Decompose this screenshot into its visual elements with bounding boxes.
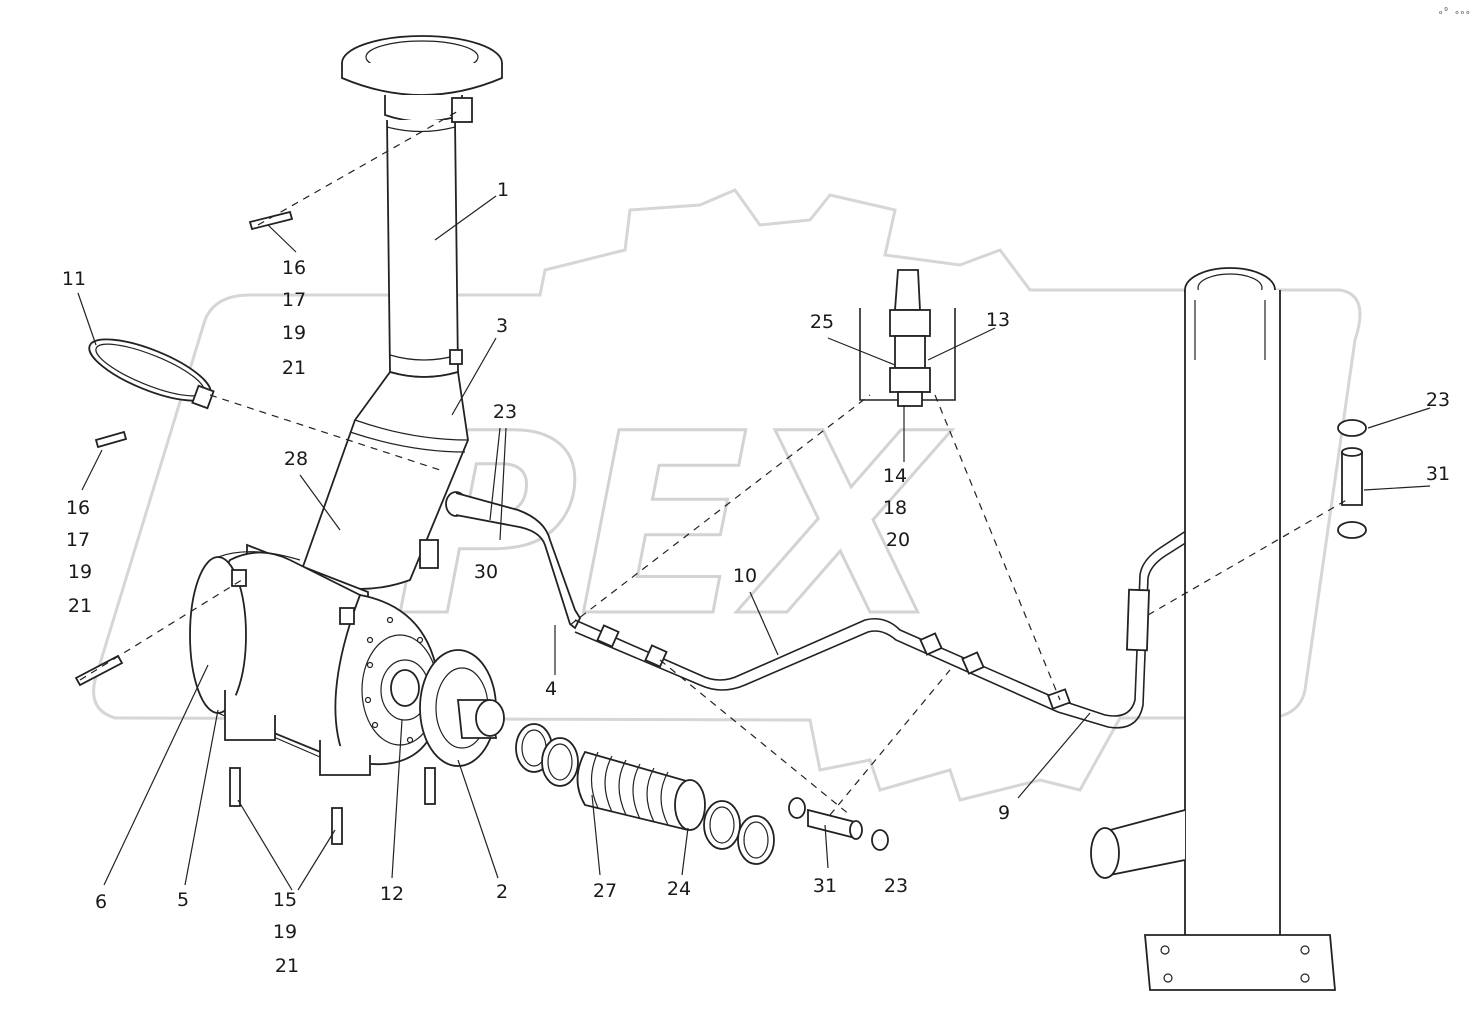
callout-c21a: 21	[282, 357, 306, 379]
callout-c9: 9	[998, 802, 1010, 824]
callout-c31b: 31	[813, 875, 837, 897]
callout-c21b: 21	[68, 595, 92, 617]
callout-c27: 27	[593, 880, 617, 902]
callout-c17b: 17	[66, 529, 90, 551]
callout-c3: 3	[496, 315, 508, 337]
callout-c13: 13	[986, 309, 1010, 331]
callout-c23b: 23	[1426, 389, 1450, 411]
callout-c16b: 16	[66, 497, 90, 519]
callout-c17a: 17	[282, 289, 306, 311]
callout-c1: 1	[497, 179, 509, 201]
callout-c31a: 31	[1426, 463, 1450, 485]
callout-c11: 11	[62, 268, 86, 290]
callout-c28: 28	[284, 448, 308, 470]
callout-c12: 12	[380, 883, 404, 905]
fitting-assembly	[859, 269, 956, 407]
air-filter-housing	[189, 543, 441, 776]
leader-lines	[77, 195, 1431, 891]
corner-mark: ₒᴼ ₒₒₒ	[1438, 7, 1471, 17]
callout-c23a: 23	[493, 401, 517, 423]
elbow-pipe	[298, 370, 469, 590]
outlet-flange	[419, 649, 505, 767]
callout-c14: 14	[883, 465, 907, 487]
callout-c20: 20	[886, 529, 910, 551]
small-tube-upper	[1337, 419, 1367, 539]
riser-pipe	[1090, 267, 1336, 991]
callout-c5: 5	[177, 889, 189, 911]
watermark-text: PEX	[395, 380, 952, 671]
callout-c15: 15	[273, 889, 297, 911]
callout-c6: 6	[95, 891, 107, 913]
callout-c16a: 16	[282, 257, 306, 279]
assembly-dash-lines	[79, 109, 1351, 816]
callout-c25: 25	[810, 311, 834, 333]
callout-c2: 2	[496, 881, 508, 903]
hose-clamps-and-bellows	[515, 723, 775, 865]
callout-c23c: 23	[884, 875, 908, 897]
callout-c19c: 19	[273, 921, 297, 943]
callout-c10: 10	[733, 565, 757, 587]
bolts	[74, 210, 436, 845]
callout-c4: 4	[545, 678, 557, 700]
watermark-logo: PEX	[92, 188, 1362, 802]
intake-pipe	[341, 35, 503, 378]
callout-c24: 24	[667, 878, 691, 900]
small-tube-lower	[788, 797, 889, 851]
callout-c19a: 19	[282, 322, 306, 344]
clamp-ring	[88, 338, 215, 410]
callout-c18: 18	[883, 497, 907, 519]
callout-c19b: 19	[68, 561, 92, 583]
callout-c30: 30	[474, 561, 498, 583]
callout-c21c: 21	[275, 955, 299, 977]
